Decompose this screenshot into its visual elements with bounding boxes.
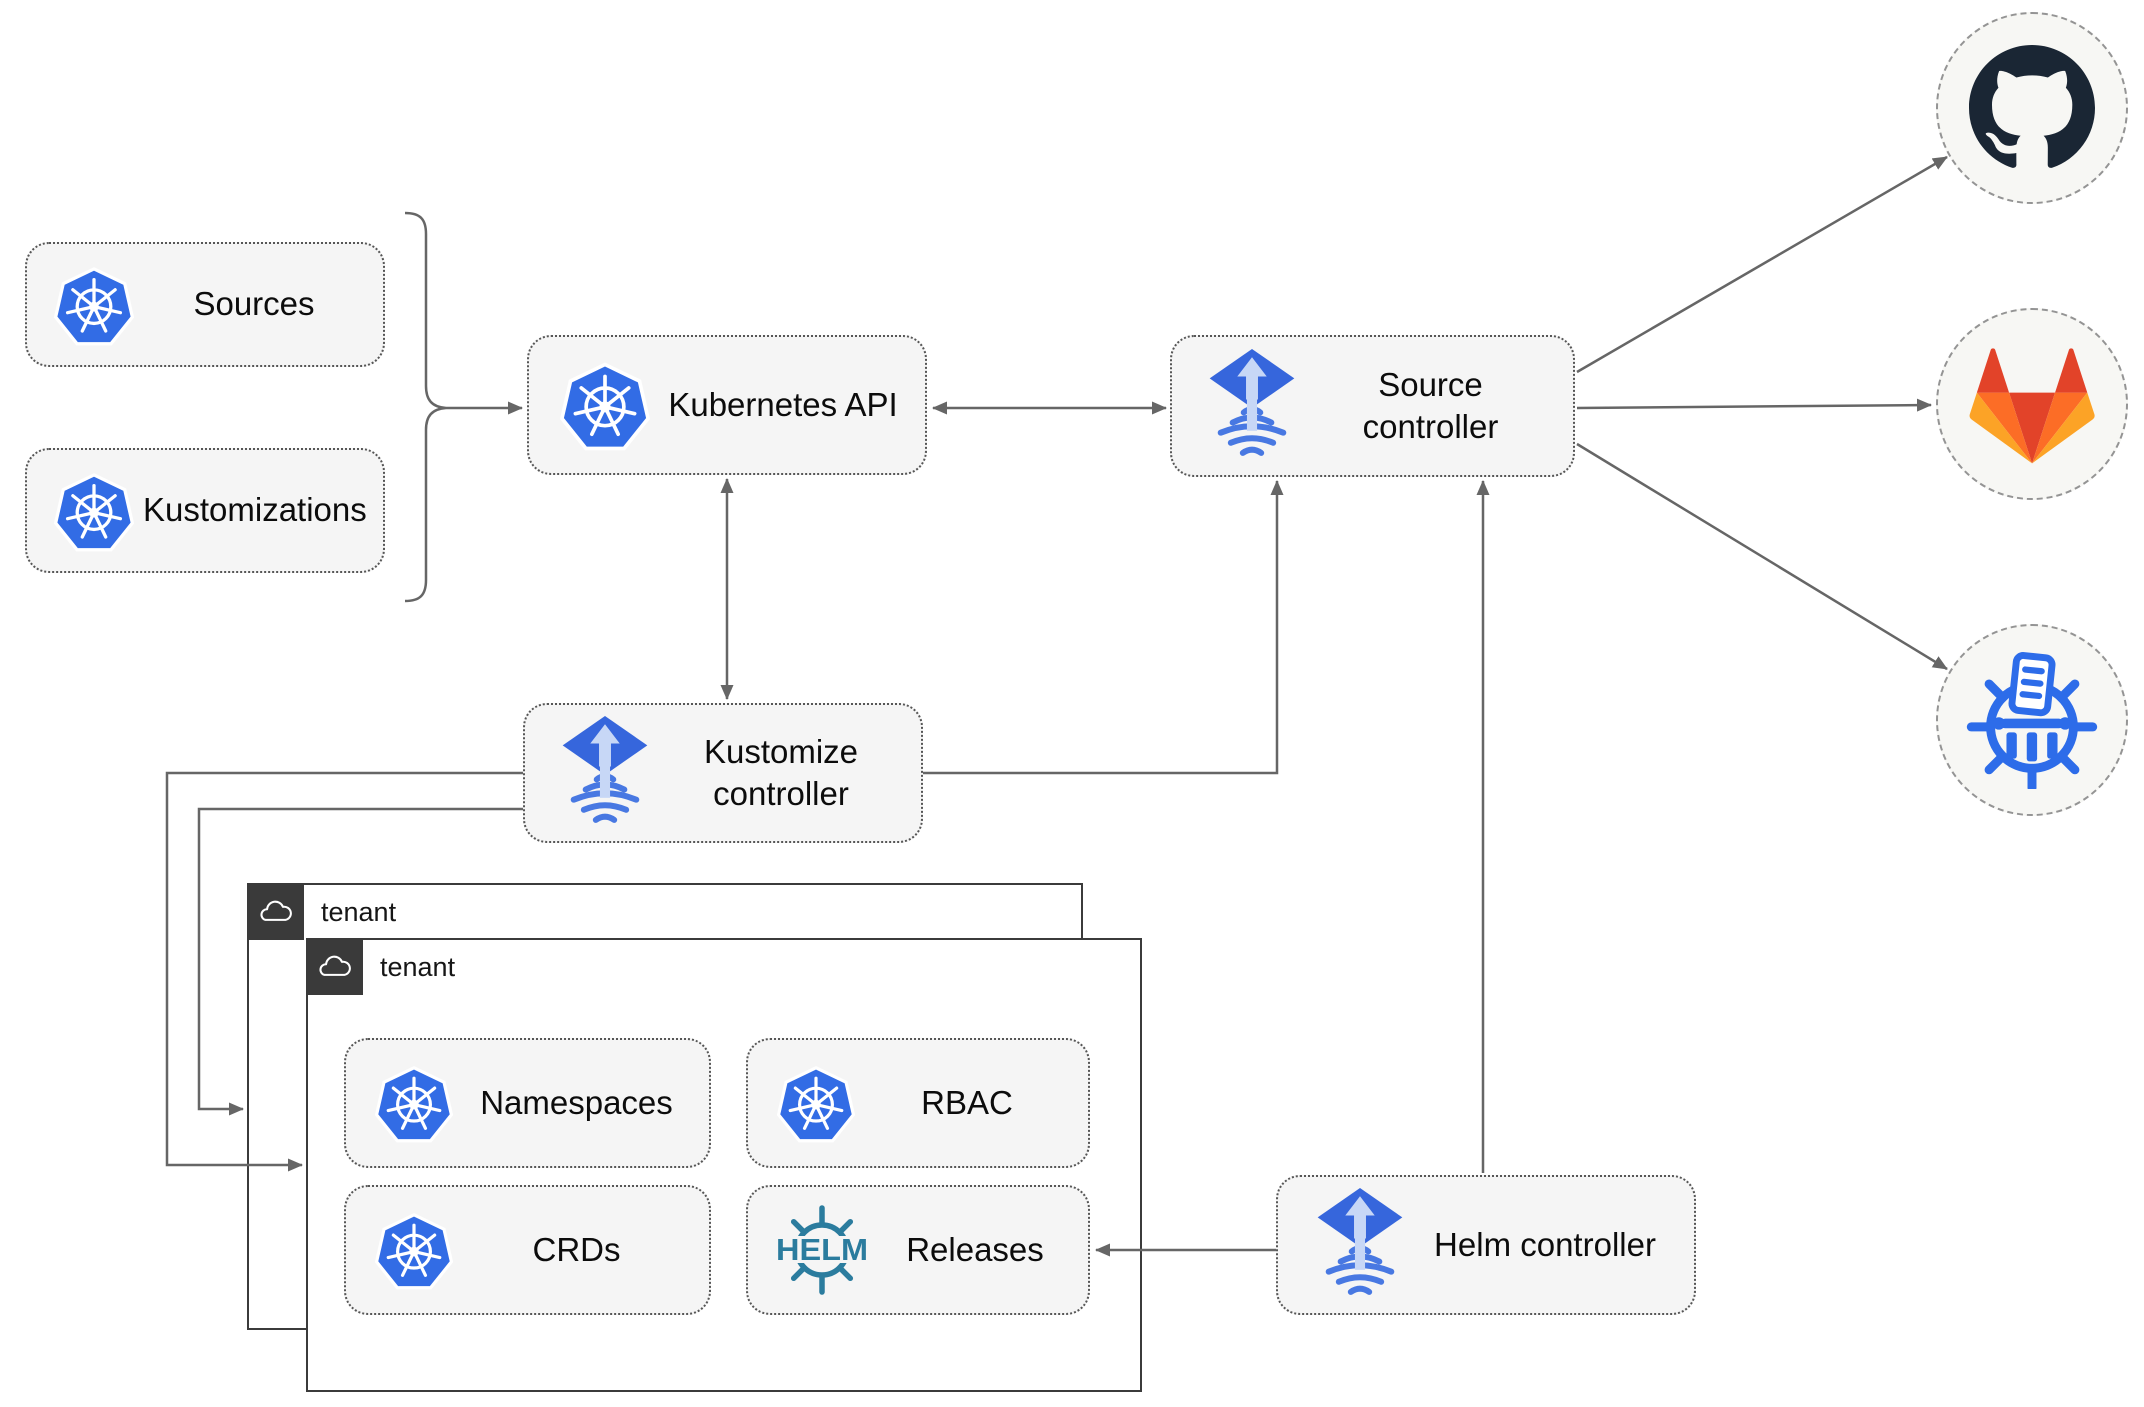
kubernetes-api-label: Kubernetes API	[668, 385, 898, 423]
arrow-source-controller-to-chartmuseum	[1576, 442, 1948, 671]
github-remote	[1936, 12, 2128, 204]
kubernetes-api-box: Kubernetes API	[527, 335, 927, 475]
rbac-label: RBAC	[921, 1083, 1013, 1121]
tenant-label: tenant	[380, 952, 456, 982]
bracket-sources-kustomizations	[404, 211, 447, 603]
helm-icon	[772, 1200, 872, 1300]
kubernetes-icon	[53, 264, 135, 346]
namespaces-box: Namespaces	[344, 1038, 711, 1168]
chartmuseum-icon	[1963, 651, 2101, 789]
flux-icon	[559, 715, 651, 831]
helm-controller-box: Helm controller	[1276, 1175, 1696, 1315]
flux-icon	[1314, 1187, 1406, 1303]
kustomize-controller-box: Kustomize controller	[523, 703, 923, 843]
chartmuseum-remote	[1936, 624, 2128, 816]
cloud-icon	[319, 955, 351, 976]
releases-label: Releases	[906, 1230, 1044, 1268]
gitlab-remote	[1936, 308, 2128, 500]
helm-controller-label: Helm controller	[1434, 1225, 1656, 1263]
flux-icon	[1206, 348, 1298, 464]
kustomize-controller-label: Kustomize controller	[703, 732, 859, 812]
cloud-icon	[260, 900, 292, 921]
kustomizations-box: Kustomizations	[25, 448, 385, 573]
kubernetes-icon	[559, 359, 651, 451]
tenant-tab	[246, 882, 304, 940]
arrow-source-controller-to-gitlab	[1576, 398, 1932, 412]
kubernetes-icon	[53, 470, 135, 552]
source-controller-box: Source controller	[1170, 335, 1575, 477]
rbac-box: RBAC	[746, 1038, 1090, 1168]
github-icon	[1969, 45, 2095, 168]
kubernetes-icon	[374, 1063, 454, 1143]
kubernetes-icon	[776, 1063, 856, 1143]
arrow-source-controller-to-github	[1576, 155, 1948, 374]
sources-box: Sources	[25, 242, 385, 367]
tenant-label: tenant	[321, 897, 397, 927]
crds-box: CRDs	[344, 1185, 711, 1315]
sources-label: Sources	[193, 285, 315, 323]
namespaces-label: Namespaces	[480, 1083, 673, 1121]
kustomizations-label: Kustomizations	[143, 491, 367, 529]
gitlab-icon	[1969, 347, 2095, 463]
arrow-kustomize-controller-to-source-controller	[923, 480, 1284, 775]
releases-box: Releases	[746, 1185, 1090, 1315]
kubernetes-icon	[374, 1210, 454, 1290]
crds-label: CRDs	[532, 1230, 621, 1268]
source-controller-label: Source controller	[1362, 365, 1499, 445]
tenant-tab	[305, 937, 363, 995]
